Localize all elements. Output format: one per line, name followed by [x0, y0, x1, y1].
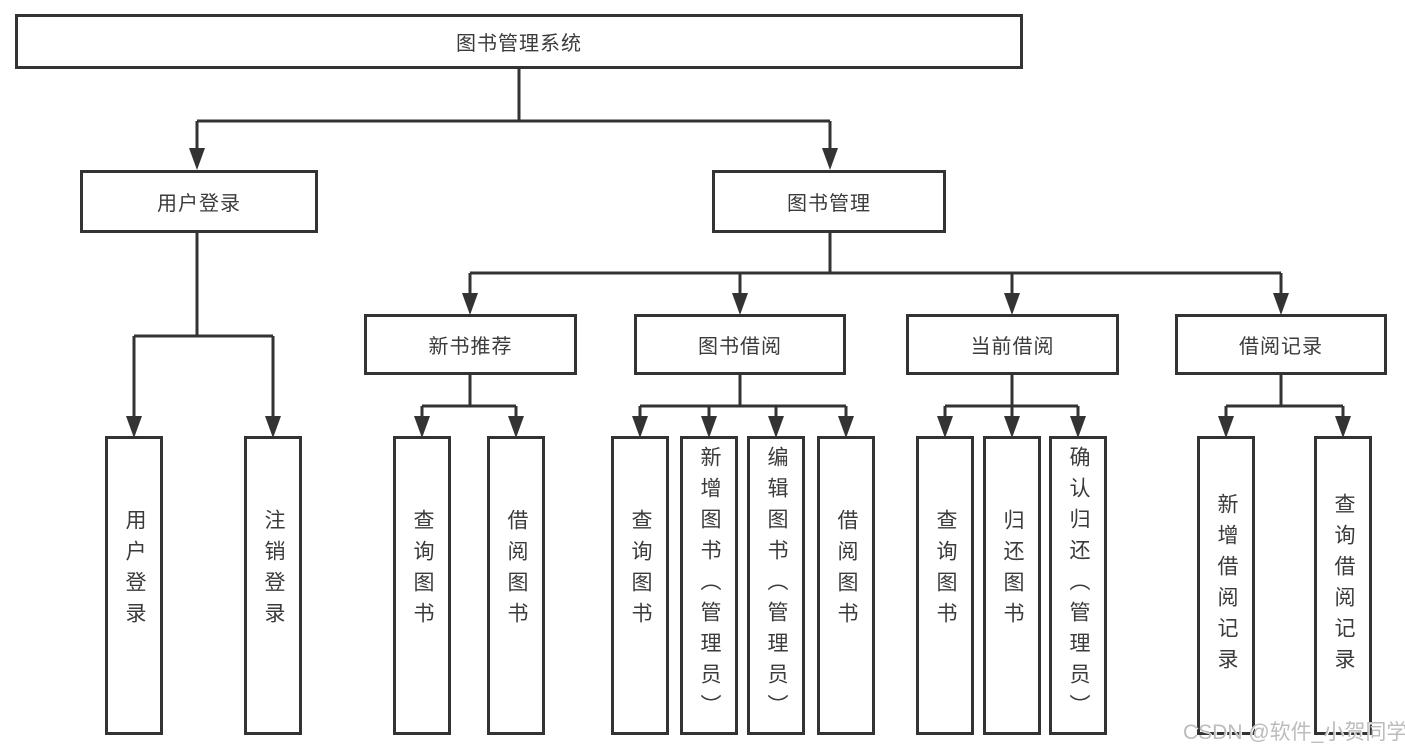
- node-book-borrowing-label: 图书借阅: [698, 336, 782, 358]
- edge-current-borrow-branch: [943, 375, 1080, 418]
- node-book-management-label: 图书管理: [787, 193, 871, 215]
- leaf-query-books-3-label: 查询图书: [934, 508, 957, 633]
- leaf-add-books-admin-label: 新增图书（管理员）: [698, 446, 721, 725]
- edge-paths: [132, 69, 1345, 418]
- leaf-query-books-1: 查询图书: [393, 436, 451, 735]
- node-root-label: 图书管理系统: [456, 33, 582, 55]
- leaf-confirm-return-admin-label: 确认归还（管理员）: [1067, 446, 1090, 725]
- edge-book-mgmt-branch: [468, 233, 1283, 295]
- node-user-login-label: 用户登录: [157, 193, 241, 215]
- leaf-user-login-label: 用户登录: [123, 508, 146, 633]
- leaf-edit-books-admin-label: 编辑图书（管理员）: [765, 446, 788, 725]
- leaf-borrow-books-1-label: 借阅图书: [505, 508, 528, 633]
- leaf-add-books-admin: 新增图书（管理员）: [680, 436, 738, 735]
- node-root: 图书管理系统: [15, 14, 1023, 69]
- csdn-watermark: CSDN @软件_小贺同学: [1183, 721, 1405, 744]
- leaf-query-books-3: 查询图书: [916, 436, 974, 735]
- edge-user-login-branch: [132, 233, 275, 417]
- edge-root-to-level2: [195, 69, 832, 150]
- leaf-return-books: 归还图书: [983, 436, 1041, 735]
- node-borrowing-records-label: 借阅记录: [1239, 336, 1323, 358]
- leaf-add-borrow-record: 新增借阅记录: [1197, 436, 1255, 735]
- node-current-borrowing-label: 当前借阅: [970, 336, 1055, 358]
- leaf-borrow-books-1: 借阅图书: [487, 436, 545, 735]
- node-new-book-recommendation: 新书推荐: [364, 314, 577, 375]
- leaf-confirm-return-admin: 确认归还（管理员）: [1049, 436, 1107, 735]
- node-current-borrowing: 当前借阅: [906, 314, 1119, 375]
- leaf-borrow-books-2: 借阅图书: [817, 436, 875, 735]
- edge-borrow-records-branch: [1224, 375, 1345, 418]
- node-book-management: 图书管理: [712, 170, 946, 233]
- node-borrowing-records: 借阅记录: [1175, 314, 1387, 375]
- leaf-logout-label: 注销登录: [262, 508, 285, 633]
- leaf-logout: 注销登录: [244, 436, 302, 735]
- node-new-book-recommendation-label: 新书推荐: [428, 336, 513, 358]
- leaf-query-books-1-label: 查询图书: [411, 508, 434, 633]
- leaf-query-borrow-record-label: 查询借阅记录: [1332, 492, 1355, 679]
- leaf-return-books-label: 归还图书: [1001, 508, 1024, 633]
- edge-new-book-rec-branch: [420, 375, 518, 418]
- leaf-query-borrow-record: 查询借阅记录: [1314, 436, 1372, 735]
- leaf-edit-books-admin: 编辑图书（管理员）: [747, 436, 805, 735]
- node-user-login: 用户登录: [80, 170, 318, 233]
- node-book-borrowing: 图书借阅: [634, 314, 846, 375]
- leaf-query-books-2-label: 查询图书: [629, 508, 652, 633]
- leaf-user-login: 用户登录: [105, 436, 163, 735]
- leaf-query-books-2: 查询图书: [611, 436, 669, 735]
- edge-book-borrow-branch: [638, 375, 848, 418]
- leaf-borrow-books-2-label: 借阅图书: [835, 508, 858, 633]
- leaf-add-borrow-record-label: 新增借阅记录: [1215, 492, 1238, 679]
- arrowhead-icons: [126, 148, 1351, 438]
